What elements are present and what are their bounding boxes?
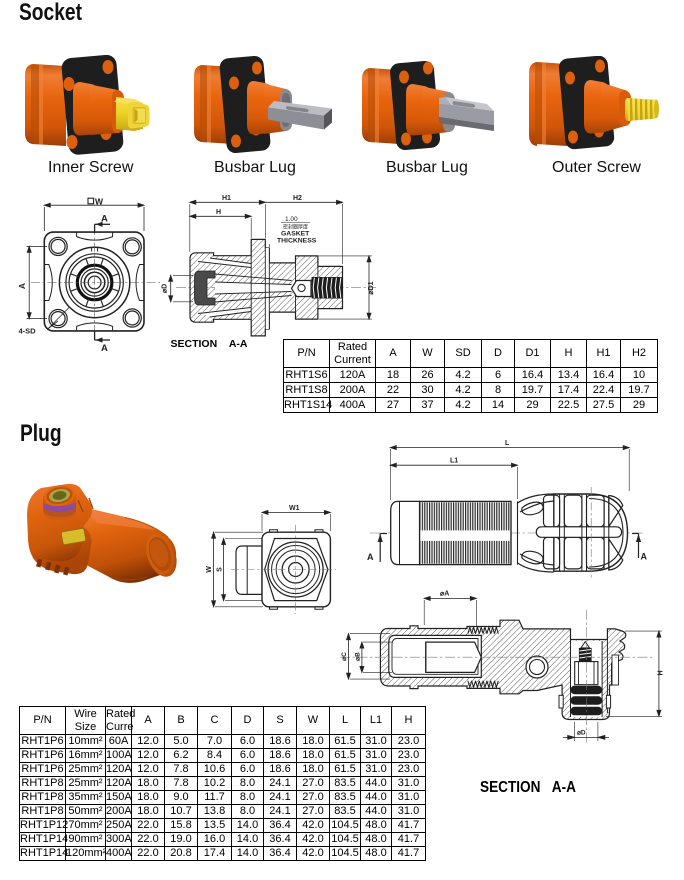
svg-text:S: S (216, 567, 223, 572)
svg-text:GASKET: GASKET (281, 231, 310, 238)
svg-text:A: A (17, 283, 27, 289)
svg-text:W: W (206, 566, 213, 573)
svg-text:⌀D: ⌀D (162, 284, 169, 293)
svg-text:⌀D: ⌀D (577, 730, 586, 737)
svg-text:H: H (658, 670, 665, 675)
svg-text:A: A (367, 552, 374, 562)
svg-text:H1: H1 (222, 195, 231, 202)
svg-text:L1: L1 (450, 458, 458, 465)
svg-text:⌀A: ⌀A (440, 591, 449, 598)
svg-text:A: A (101, 214, 108, 225)
svg-text:4-SD: 4-SD (19, 327, 37, 336)
svg-text:⌀C: ⌀C (341, 652, 348, 661)
svg-text:⌀D1: ⌀D1 (368, 281, 375, 294)
svg-text:W: W (95, 196, 104, 206)
svg-text:H: H (216, 209, 221, 216)
svg-text:W1: W1 (289, 505, 300, 512)
svg-text:密封圈厚度: 密封圈厚度 (283, 224, 308, 231)
svg-text:A: A (641, 552, 648, 562)
svg-text:A: A (101, 343, 108, 354)
svg-text:H2: H2 (293, 195, 302, 202)
svg-text:THICKNESS: THICKNESS (277, 238, 317, 245)
svg-text:1.00: 1.00 (285, 216, 298, 223)
svg-text:⌀B: ⌀B (355, 652, 362, 661)
svg-text:L: L (505, 440, 510, 447)
